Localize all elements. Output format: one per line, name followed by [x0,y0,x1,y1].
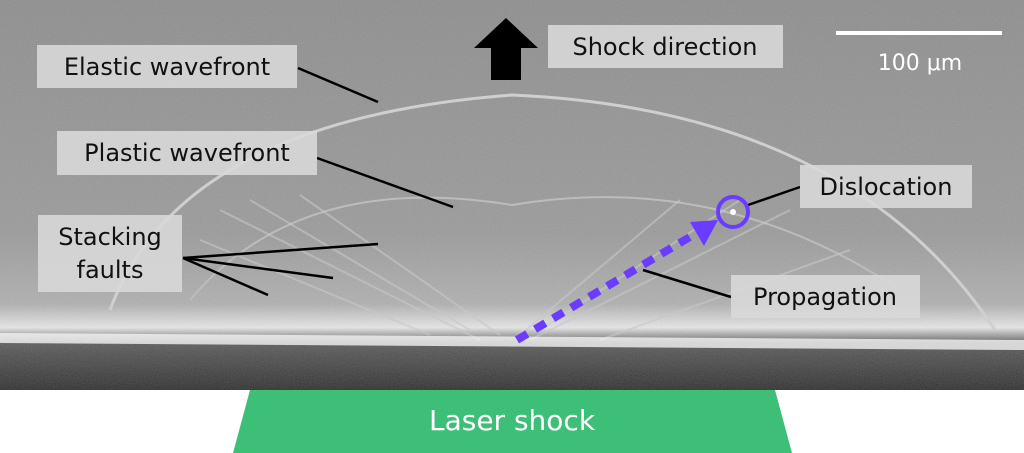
plastic-wavefront-label: Plastic wavefront [84,139,290,167]
elastic-label-box [37,45,297,88]
dislocation-label-box [800,165,972,208]
scale-bar-label: 100 μm [878,51,962,76]
elastic-wavefront-arc [108,93,997,331]
shock-direction-label-box [548,25,783,68]
dislocation-label: Dislocation [820,173,953,201]
stacking-label-line1: Stacking [58,223,162,251]
stacking-label-line2: faults [77,256,144,284]
propagation-label: Propagation [753,283,897,311]
shock-direction-arrow-icon [474,18,538,80]
laser-shock-block [233,390,792,453]
elastic-leader-line [297,66,379,104]
stacking-leader-line-1 [182,242,379,260]
propagation-label-box [731,275,920,318]
stacking-leader-line-2 [182,256,334,280]
dislocation-marker-circle [716,195,750,229]
elastic-wavefront-label: Elastic wavefront [64,53,270,81]
propagation-leader-line [642,268,732,299]
stacking-label-box [38,215,182,292]
plastic-wavefront-arc [189,196,901,301]
plastic-leader-line [316,156,454,209]
dislocation-leader-line [747,185,801,207]
propagation-arrowhead-icon [690,220,718,246]
dislocation-point [730,209,736,215]
laser-shock-label: Laser shock [429,404,596,437]
plastic-label-box [57,131,317,175]
surface-edge [0,333,1024,350]
stacking-leader-line-3 [182,256,269,297]
propagation-dashed-arrow [514,228,701,344]
shock-direction-label: Shock direction [572,33,757,61]
